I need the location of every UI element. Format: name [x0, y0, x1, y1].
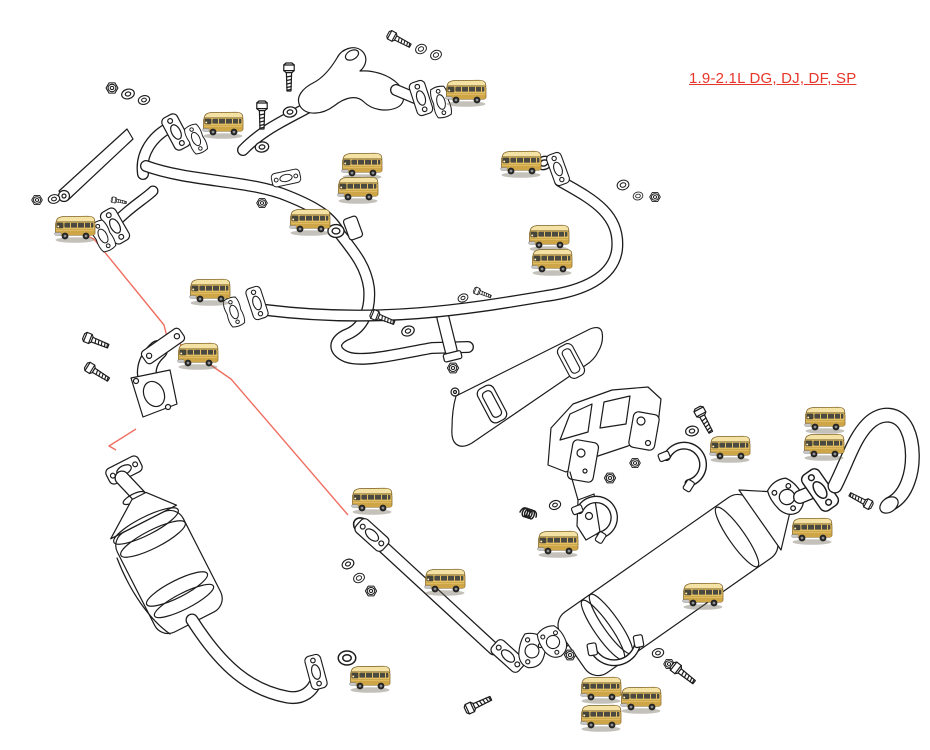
- right-down-pipe: [221, 150, 624, 330]
- vw-bus-marker[interactable]: [580, 676, 622, 705]
- vw-bus-marker[interactable]: [709, 435, 751, 464]
- engine-code-link[interactable]: 1.9-2.1L DG, DJ, DF, SP: [689, 70, 857, 87]
- gasket: [221, 294, 247, 330]
- washer-icon: [547, 498, 563, 512]
- seal-ring: [337, 650, 357, 666]
- vw-bus-marker[interactable]: [202, 111, 244, 140]
- bolt-icon: [668, 660, 698, 687]
- washer-icon: [119, 87, 137, 101]
- bolt-icon: [462, 692, 494, 716]
- support-strut: [58, 128, 134, 201]
- vw-bus-marker[interactable]: [337, 176, 379, 205]
- catalytic-converter: [103, 453, 357, 705]
- vw-bus-marker[interactable]: [682, 582, 724, 611]
- vw-bus-marker[interactable]: [341, 152, 383, 181]
- nut-icon: [563, 649, 577, 661]
- washer-icon: [684, 424, 700, 438]
- elbow-connector: [130, 327, 186, 418]
- washer-icon: [650, 646, 666, 660]
- washer-icon: [339, 556, 357, 572]
- bolt-icon: [82, 360, 112, 385]
- pipe-flange: [244, 284, 270, 322]
- nut-icon: [603, 472, 617, 484]
- front-pipe: [349, 513, 549, 675]
- nut-icon: [629, 457, 641, 469]
- vw-bus-marker[interactable]: [537, 530, 579, 559]
- vw-bus-marker[interactable]: [580, 704, 622, 733]
- nut-icon: [31, 194, 43, 206]
- tailpipe: [793, 407, 920, 515]
- seal-ring-icon: [428, 48, 444, 62]
- y-pipe-flange: [407, 78, 435, 118]
- muffler-clamp: [656, 434, 715, 495]
- seal-ring-icon: [615, 178, 631, 192]
- pipe-collar: [327, 223, 345, 239]
- spring-icon: [518, 505, 539, 522]
- vw-bus-marker[interactable]: [177, 342, 219, 371]
- vw-bus-marker[interactable]: [620, 686, 662, 715]
- bolt-icon: [472, 286, 493, 301]
- washer-icon: [47, 193, 61, 205]
- bolt-icon: [846, 489, 875, 511]
- seal-ring-icon: [631, 190, 645, 202]
- muffler: [533, 472, 811, 677]
- vw-bus-marker[interactable]: [289, 208, 331, 237]
- seal-ring-icon: [351, 571, 367, 585]
- vw-bus-marker[interactable]: [500, 150, 542, 179]
- vw-bus-marker[interactable]: [528, 224, 570, 253]
- vw-bus-marker[interactable]: [189, 278, 231, 307]
- pipe-flange: [352, 516, 392, 554]
- vw-bus-marker[interactable]: [445, 79, 487, 108]
- nut-icon: [256, 197, 268, 209]
- seal-ring-icon: [413, 42, 429, 56]
- crossover-y-pipe: [237, 47, 454, 156]
- vw-bus-marker[interactable]: [424, 568, 466, 597]
- vw-bus-marker[interactable]: [349, 665, 391, 694]
- vw-bus-marker[interactable]: [531, 248, 573, 277]
- bolt-icon: [385, 29, 414, 51]
- vw-bus-marker[interactable]: [54, 215, 96, 244]
- bolt-icon: [81, 331, 111, 352]
- nut-icon: [105, 82, 119, 94]
- nut-icon: [446, 362, 460, 374]
- hanger-bracket-assembly: [547, 386, 662, 541]
- washer-icon: [399, 323, 417, 339]
- heat-shield: [450, 326, 604, 447]
- stud-bolt-icon: [110, 196, 128, 206]
- washer-icon: [136, 93, 152, 107]
- nut-icon: [649, 191, 661, 203]
- vw-bus-marker[interactable]: [803, 433, 845, 462]
- vw-bus-marker[interactable]: [351, 487, 393, 516]
- nut-icon: [364, 585, 378, 597]
- main-header-pipe: [140, 160, 474, 365]
- vw-bus-marker[interactable]: [804, 406, 846, 435]
- vw-bus-marker[interactable]: [791, 517, 833, 546]
- hanger-tab: [270, 167, 302, 189]
- pipe-flange: [544, 150, 572, 188]
- bolt-icon: [283, 62, 295, 92]
